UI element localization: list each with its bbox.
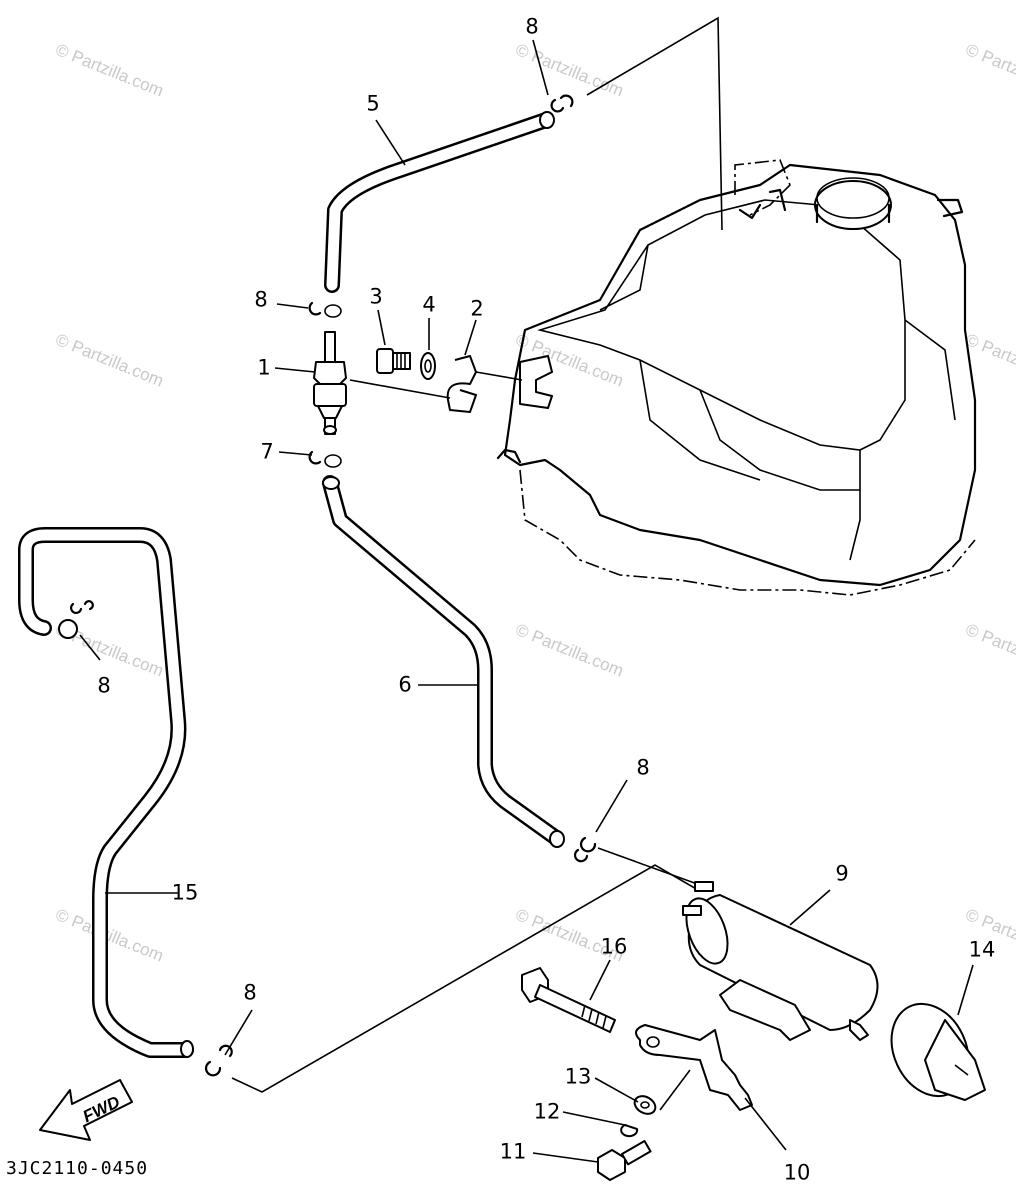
hose-clip [573, 836, 597, 863]
callout-10: 10 [783, 1160, 811, 1185]
callout-13: 13 [564, 1064, 592, 1089]
hose-clip [308, 450, 342, 468]
hose-clip [70, 600, 94, 614]
hose-clip [308, 301, 342, 318]
bolt [597, 1140, 652, 1181]
drawing-code: 3JC2110-0450 [6, 1158, 149, 1179]
callout-15: 15 [171, 880, 199, 905]
callout-2: 2 [470, 296, 484, 321]
bolt [521, 967, 616, 1033]
fuel-filter [313, 331, 347, 435]
callout-8: 8 [243, 980, 257, 1005]
hose-5 [324, 111, 555, 293]
callout-14: 14 [968, 937, 996, 962]
callout-7: 7 [260, 439, 274, 464]
callout-16: 16 [600, 934, 628, 959]
callout-8: 8 [97, 673, 111, 698]
fuel-pump [682, 881, 879, 1041]
fuel-tank [496, 159, 977, 596]
callout-5: 5 [366, 91, 380, 116]
hose-clip [550, 94, 574, 113]
callout-8: 8 [254, 287, 268, 312]
bolt [376, 348, 411, 374]
clamp [349, 355, 523, 413]
pump-bracket [635, 1024, 753, 1111]
washer [420, 352, 436, 380]
callout-4: 4 [422, 292, 436, 317]
pump-cover [890, 1002, 986, 1101]
callout-1: 1 [257, 355, 271, 380]
forward-arrow [39, 1079, 133, 1141]
callout-11: 11 [499, 1139, 527, 1164]
callout-8: 8 [525, 14, 539, 39]
washer [633, 1095, 657, 1115]
hose-6 [322, 475, 565, 848]
callout-9: 9 [835, 861, 849, 886]
callout-8: 8 [636, 755, 650, 780]
hose-clip [204, 1044, 233, 1077]
callout-3: 3 [369, 284, 383, 309]
lock-washer [620, 1124, 639, 1138]
callout-6: 6 [398, 672, 412, 697]
callout-12: 12 [533, 1099, 561, 1124]
hose-15 [18, 527, 194, 1058]
